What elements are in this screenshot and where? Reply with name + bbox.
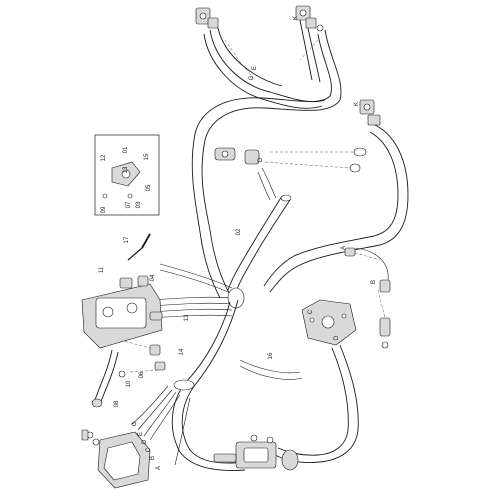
callout-label: 17 <box>124 236 130 243</box>
callout-label: K <box>293 16 299 20</box>
callout-label: E <box>138 432 144 436</box>
callout-label: 03 <box>136 201 142 208</box>
line-08 <box>91 344 166 408</box>
pin-17 <box>127 233 151 261</box>
callout-label: G <box>249 75 255 80</box>
hose-bundle <box>149 263 245 319</box>
callout-label: B <box>150 456 156 460</box>
callout-label: C <box>146 447 152 452</box>
callout-label: D <box>258 157 264 162</box>
valve-block-left <box>81 275 163 349</box>
callout-label: 13 <box>123 166 129 173</box>
callout-label: A <box>341 246 347 250</box>
fitting-group-right <box>344 247 391 349</box>
callout-label: E <box>252 66 258 70</box>
callout-label: K <box>354 102 360 106</box>
control-valve-bottom-left <box>81 429 151 489</box>
cylinder-fitting-top-right <box>295 5 324 32</box>
pump-motor-bottom <box>213 434 299 471</box>
callout-label: 12 <box>101 154 107 161</box>
callout-label: 09 <box>101 206 107 213</box>
callout-label: 05 <box>146 184 152 191</box>
cylinder-fitting-top-left <box>195 7 219 29</box>
main-hose-upper <box>191 29 342 299</box>
mounting-bracket-right <box>301 299 357 346</box>
callout-label: C <box>308 309 314 314</box>
lines-to-control-valve <box>131 385 191 466</box>
inset-detail-box <box>94 134 160 216</box>
callout-label: 07 <box>126 201 132 208</box>
callout-label: G <box>132 421 138 426</box>
hose-02 <box>227 194 292 293</box>
callout-label: 16 <box>268 352 274 359</box>
callout-label: 14 <box>179 348 185 355</box>
callout-label: D <box>142 439 148 444</box>
callout-label: A <box>156 466 162 470</box>
main-hose-lower <box>171 299 246 471</box>
callout-label: 04 <box>150 274 156 281</box>
callout-label: 06 <box>139 371 145 378</box>
cylinder-fitting-right <box>359 99 381 126</box>
callout-label: 13 <box>184 314 190 321</box>
callout-label: B <box>371 280 377 284</box>
callout-label: 02 <box>236 228 242 235</box>
fitting-group-mid <box>214 147 367 201</box>
callout-label: 11 <box>99 266 105 273</box>
callout-label: D <box>334 335 340 340</box>
hoses-top-left <box>203 17 326 109</box>
callout-label: 01 <box>123 146 129 153</box>
main-hose-right <box>263 124 409 293</box>
callout-label: 08 <box>114 400 120 407</box>
callout-label: 15 <box>144 153 150 160</box>
callout-label: 10 <box>126 380 132 387</box>
